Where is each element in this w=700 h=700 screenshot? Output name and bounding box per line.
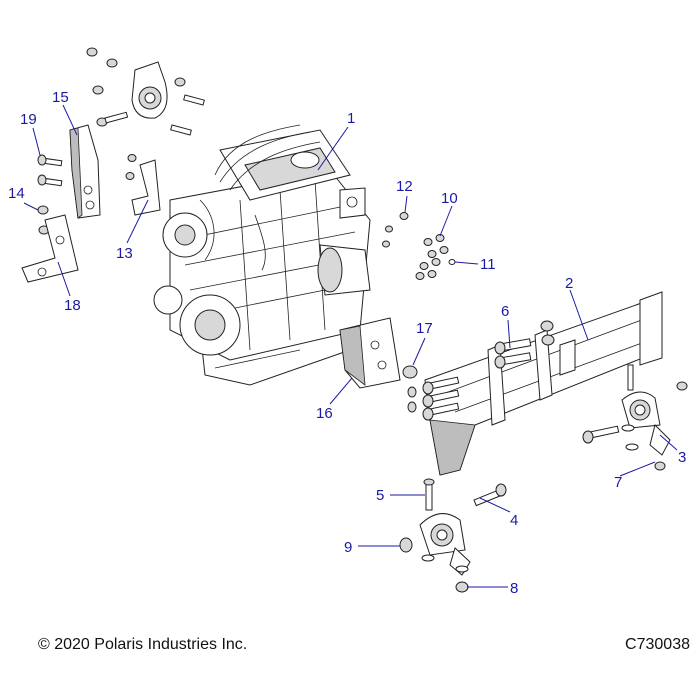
callout-17: 17 <box>416 320 433 337</box>
callout-1: 1 <box>347 110 355 127</box>
copyright-notice: © 2020 Polaris Industries Inc. <box>38 636 248 653</box>
bolt-set-19 <box>37 154 63 187</box>
figure-id: C730038 <box>625 636 690 653</box>
callout-5: 5 <box>376 487 384 504</box>
bolt-set-frame-left <box>407 376 460 421</box>
callout-12: 12 <box>396 178 413 195</box>
callout-13: 13 <box>116 245 133 262</box>
engine-bracket-18 <box>21 214 79 283</box>
callout-7: 7 <box>614 474 622 491</box>
callout-2: 2 <box>565 275 573 292</box>
engine-bracket-16 <box>339 317 401 389</box>
callout-6: 6 <box>501 303 509 320</box>
callout-3: 3 <box>678 449 686 466</box>
bolt-set-6 <box>494 320 555 369</box>
callout-10: 10 <box>441 190 458 207</box>
leader-lines <box>23 104 678 588</box>
callout-18: 18 <box>64 297 81 314</box>
callout-19: 19 <box>20 111 37 128</box>
engine-mount-right <box>621 364 688 471</box>
callout-11: 11 <box>480 256 496 273</box>
frame-crossmember <box>424 291 663 476</box>
callout-labels: 1 2 3 4 5 6 7 8 9 10 11 12 13 14 15 16 1… <box>8 89 686 597</box>
nut-12 <box>382 212 409 248</box>
callout-8: 8 <box>510 580 518 597</box>
callout-9: 9 <box>344 539 352 556</box>
engine-assembly <box>153 124 371 386</box>
engine-mount-lower <box>399 478 507 593</box>
callout-4: 4 <box>510 512 518 529</box>
engine-mount-upper <box>86 47 205 136</box>
callout-16: 16 <box>316 405 333 422</box>
nut-cluster-10-11 <box>415 234 456 280</box>
engine-bracket-13 <box>125 154 161 216</box>
nut-17 <box>402 365 418 379</box>
callout-15: 15 <box>52 89 69 106</box>
engine-bracket-15 <box>69 124 101 219</box>
callout-14: 14 <box>8 185 25 202</box>
bolt-right-horizontal <box>582 425 620 444</box>
